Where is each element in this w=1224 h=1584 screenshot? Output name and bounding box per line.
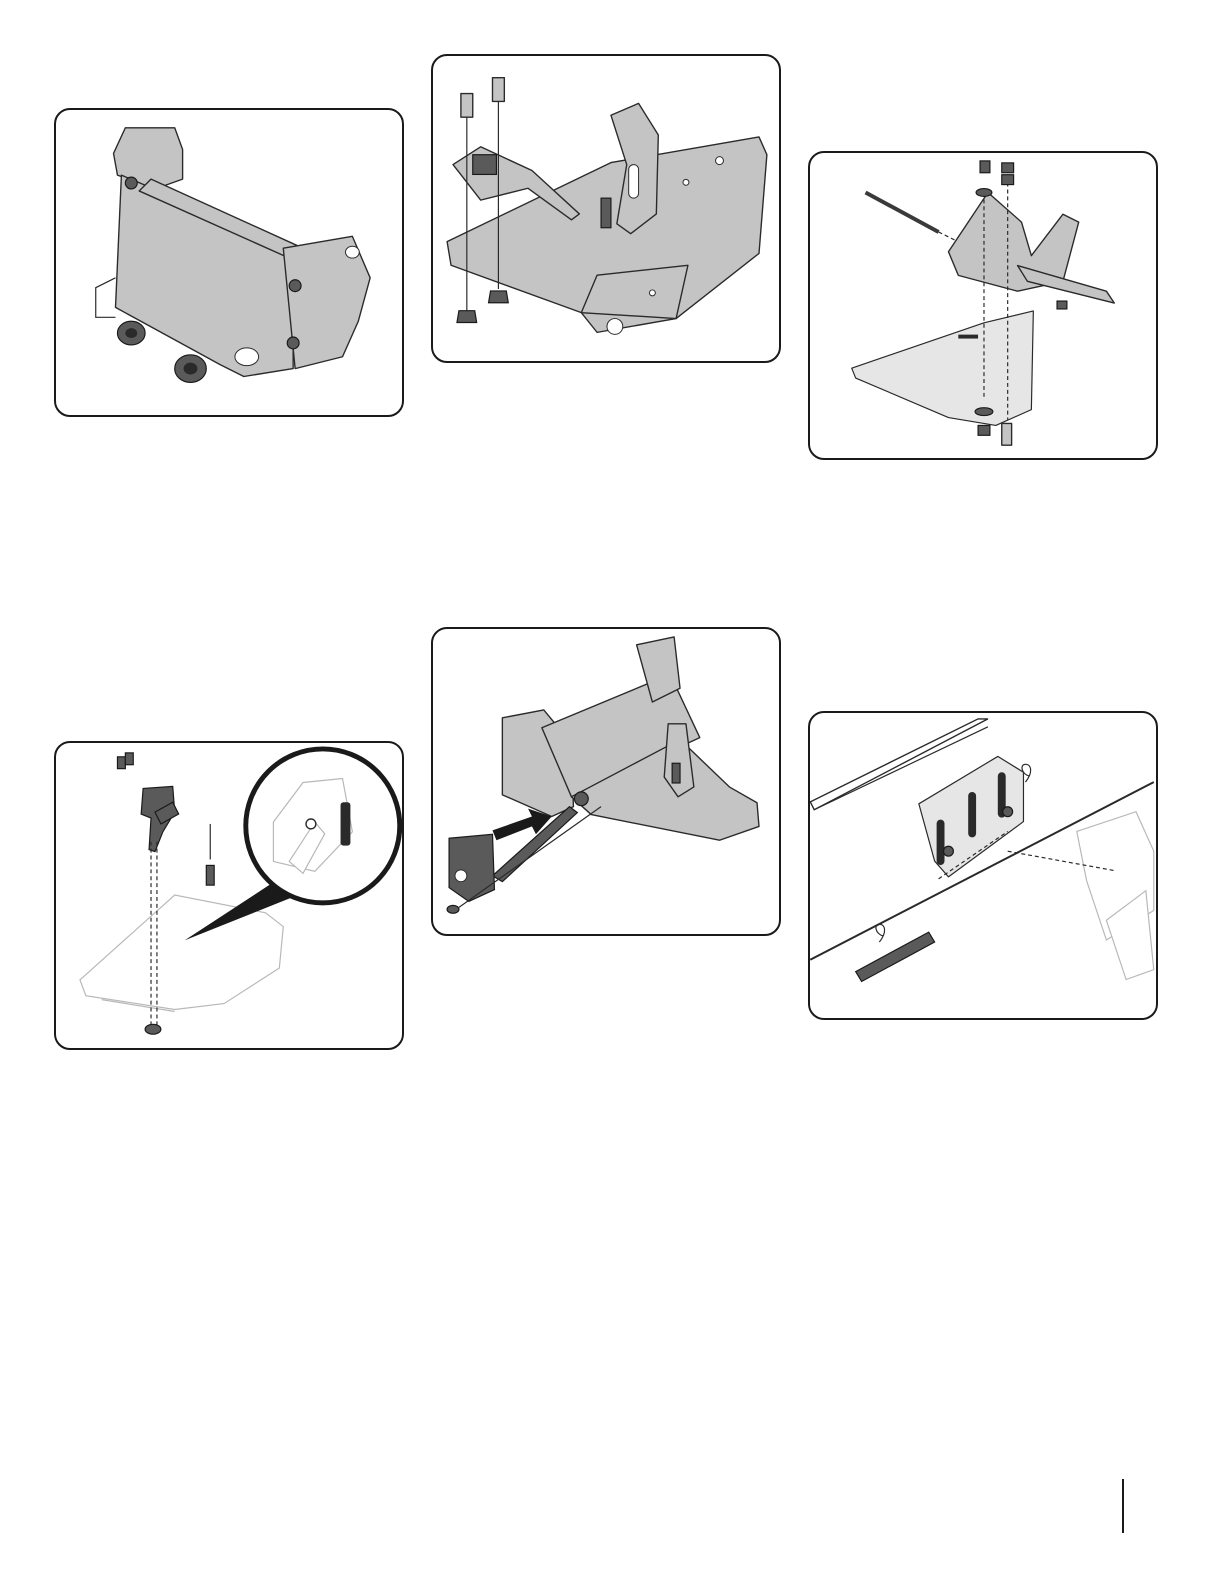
- coil-spring-icon: [473, 155, 497, 175]
- bolt-icon: [117, 757, 125, 769]
- bolt-icon: [492, 78, 504, 102]
- hex-nut-icon: [978, 425, 990, 435]
- washer-icon: [975, 408, 993, 416]
- bolt-head-icon: [125, 177, 137, 189]
- mount-hole: [607, 319, 623, 335]
- flange-nut-icon: [175, 355, 207, 383]
- figure-1-mount-bracket: [54, 108, 404, 417]
- spring-icon: [206, 865, 214, 885]
- figure-5-illustration: [433, 629, 779, 934]
- mount-hole: [235, 348, 259, 366]
- figure-6-blade-pin-rod: [808, 711, 1158, 1020]
- detail-callout-circle: [246, 749, 400, 903]
- adjust-slot: [937, 820, 945, 865]
- figure-3-bracket-exploded: [808, 151, 1158, 460]
- bolt-icon: [461, 94, 473, 118]
- bar-plate: [449, 834, 494, 901]
- hex-nut-icon: [457, 311, 477, 323]
- spring-icon: [341, 802, 351, 845]
- figure-3-illustration: [810, 153, 1156, 458]
- bolt-head-icon: [944, 846, 954, 856]
- figure-1-illustration: [56, 110, 402, 415]
- spring-icon: [672, 763, 680, 783]
- figure-5-insert-bar: [431, 627, 781, 936]
- washer-icon: [976, 189, 992, 197]
- bolt-head-icon: [1003, 807, 1013, 817]
- bolt-icon: [125, 753, 133, 765]
- base-plate: [852, 311, 1034, 425]
- hex-nut-icon: [489, 291, 509, 303]
- leader-line: [96, 278, 116, 317]
- hex-nut-icon: [1002, 163, 1014, 173]
- latch-slot: [345, 246, 359, 258]
- hex-nut-icon: [1002, 175, 1014, 185]
- latch-slot: [629, 165, 639, 199]
- bolt-icon: [447, 905, 459, 913]
- spacer-icon: [574, 792, 588, 806]
- figure-2-illustration: [433, 56, 779, 361]
- hex-nut-icon: [145, 1024, 161, 1034]
- bolt-icon: [1002, 423, 1012, 445]
- figure-4-latch-spring: [54, 741, 404, 1050]
- hex-nut-icon: [1057, 301, 1067, 309]
- page-margin-rule: [1122, 1479, 1124, 1533]
- figure-4-illustration: [56, 743, 402, 1048]
- long-bolt-icon: [866, 192, 939, 231]
- bracket-assembly: [948, 192, 1078, 291]
- figure-2-latch-assembly: [431, 54, 781, 363]
- figure-6-illustration: [810, 713, 1156, 1018]
- spring-icon: [601, 198, 611, 228]
- bolt-icon: [980, 161, 990, 173]
- hairpin-clip-icon: [876, 924, 885, 942]
- adjust-slot: [968, 792, 976, 837]
- pivot-pin: [856, 932, 935, 981]
- bolt-head-icon: [289, 280, 301, 292]
- bolt-head-icon: [287, 337, 299, 349]
- flange-nut-icon: [117, 321, 145, 345]
